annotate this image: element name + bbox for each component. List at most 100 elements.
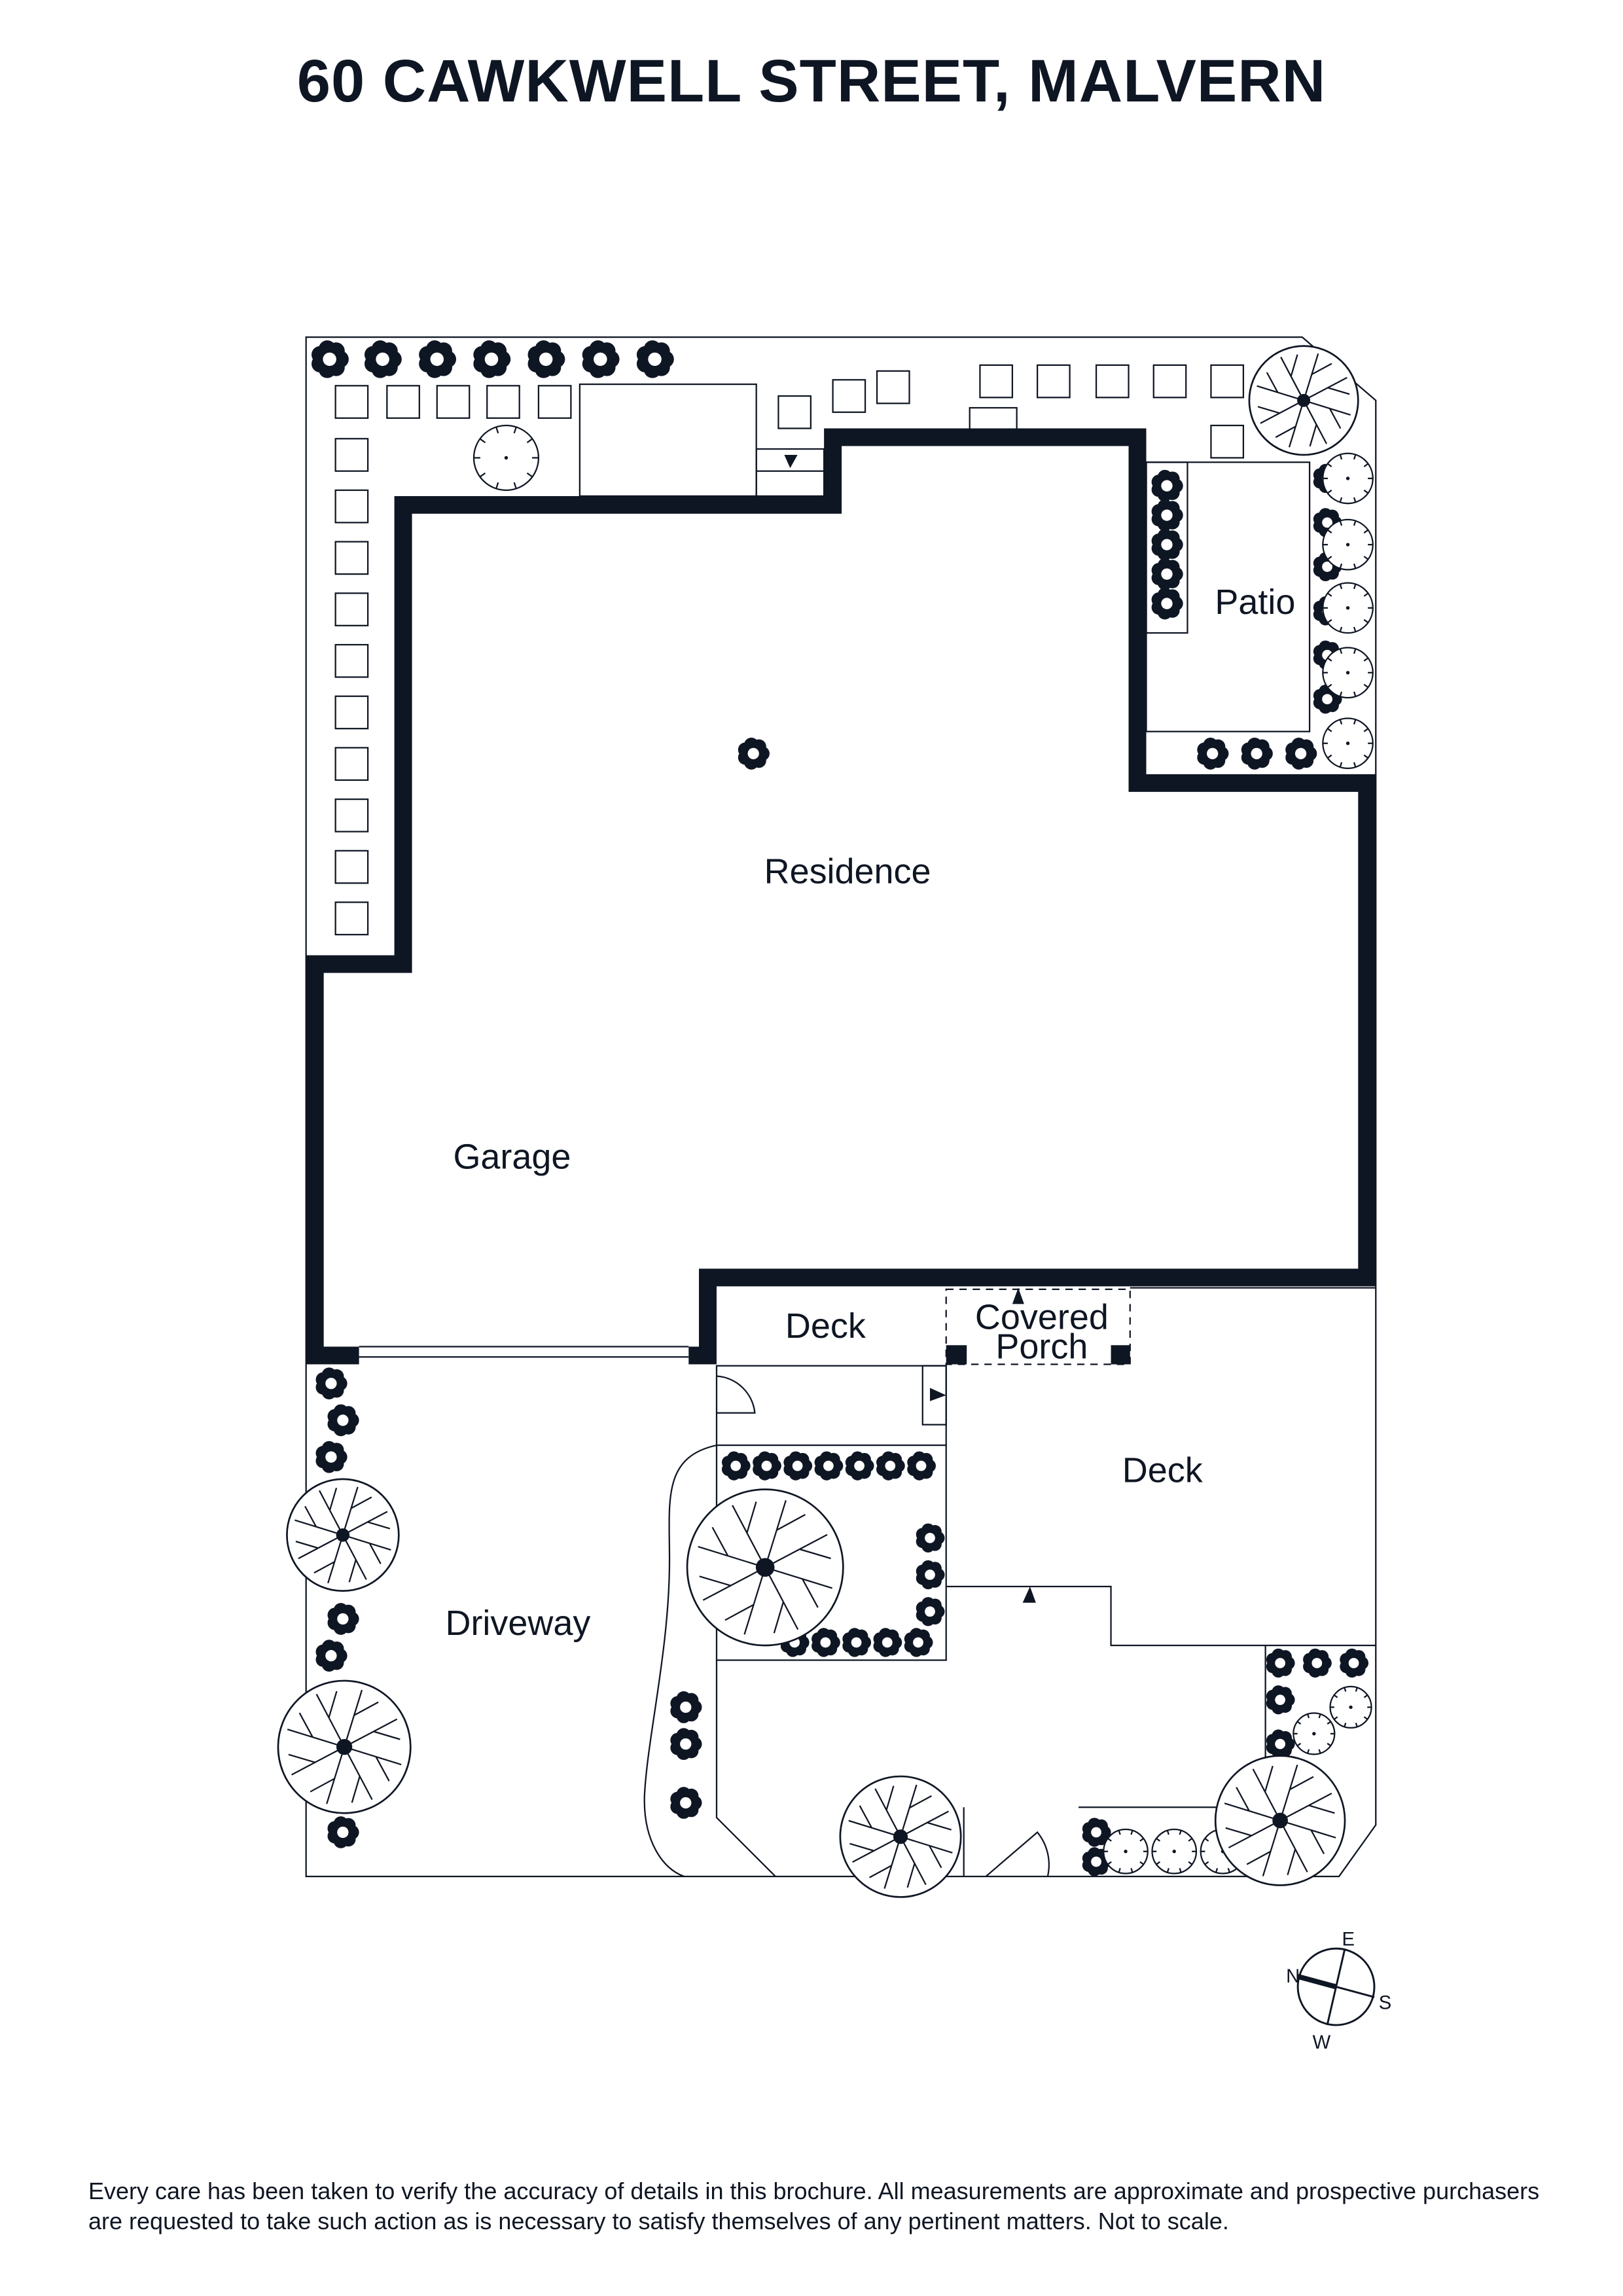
stepping-stone <box>334 798 369 833</box>
stepping-stone <box>537 385 572 419</box>
small-tree-tick <box>1327 490 1332 494</box>
stepping-stone <box>1210 364 1245 399</box>
disclaimer-text: Every care has been taken to verify the … <box>88 2178 1540 2234</box>
small-tree-tick <box>1327 683 1332 689</box>
shrub-center <box>680 1738 692 1750</box>
tree-branch <box>344 1746 402 1782</box>
shrub-icon <box>315 1367 348 1400</box>
entry-arrow-icon <box>1012 1287 1024 1304</box>
shrub-icon <box>636 340 674 378</box>
room-label-patio: Patio <box>1215 583 1295 622</box>
small-tree-trunk <box>1312 1732 1316 1736</box>
small-tree-icon <box>1322 518 1374 571</box>
shrub-center <box>337 1613 349 1625</box>
compass-south: S <box>1379 1992 1392 2013</box>
small-tree-tick <box>1353 584 1357 590</box>
small-tree-tick <box>1353 719 1357 725</box>
small-tree-tick <box>1339 520 1343 526</box>
shrub-center <box>323 352 336 367</box>
small-tree-tick <box>1353 626 1357 632</box>
small-tree-trunk <box>1346 543 1350 547</box>
small-tree-tick <box>1339 649 1343 655</box>
tree-branch <box>313 1535 344 1584</box>
shrub-center <box>1161 598 1173 609</box>
shrub-icon <box>670 1691 702 1723</box>
small-tree-tick <box>1353 563 1357 569</box>
shrub-center <box>325 1378 337 1390</box>
shrub-center <box>854 1460 865 1471</box>
small-tree-tick <box>1339 497 1343 503</box>
shrub-center <box>1091 1856 1101 1867</box>
small-tree-tick <box>1363 1694 1368 1698</box>
shrub-center <box>925 1532 935 1543</box>
stepping-stone <box>334 438 369 472</box>
small-tree-tick <box>479 472 486 478</box>
small-tree-tick <box>1327 529 1332 534</box>
shrub-icon <box>327 1816 359 1848</box>
small-tree-tick <box>1363 1716 1368 1720</box>
small-tree-tick <box>1363 463 1369 467</box>
small-tree-tick <box>1118 1868 1121 1873</box>
tree-branch <box>848 1805 901 1838</box>
small-tree-tick <box>1327 619 1332 624</box>
tree-branch <box>764 1566 832 1608</box>
tree-branch <box>1257 399 1304 424</box>
tree-trunk <box>336 1528 350 1542</box>
tree-branch <box>344 1689 379 1748</box>
shrub-icon <box>1285 738 1317 770</box>
small-tree-icon <box>1103 1828 1149 1874</box>
small-tree-tick <box>1353 497 1357 503</box>
shrub-icon <box>842 1628 872 1657</box>
small-tree-tick <box>1327 556 1332 560</box>
shrub-center <box>730 1460 741 1471</box>
shrub-center <box>792 1460 803 1471</box>
shrub-icon <box>1303 1648 1332 1678</box>
small-tree-tick <box>1353 520 1357 526</box>
small-tree-tick <box>1363 529 1369 534</box>
stepping-stone <box>1095 364 1130 399</box>
small-tree-tick <box>1107 1861 1112 1865</box>
tree-branch <box>342 1486 372 1535</box>
small-tree-tick <box>1333 1716 1338 1720</box>
small-tree-tick <box>1156 1861 1161 1865</box>
small-tree-tick <box>1139 1838 1144 1842</box>
stepping-stone <box>334 592 369 626</box>
room-label-covered-porch-1: Covered <box>975 1298 1109 1337</box>
tree-trunk <box>755 1558 775 1577</box>
tree-branch <box>874 1785 902 1837</box>
tree-branch <box>1279 1820 1336 1854</box>
compass-icon <box>1296 1947 1376 2026</box>
tree-branch <box>1280 354 1305 401</box>
tree-trunk <box>1297 393 1311 407</box>
tree-branch <box>900 1810 952 1838</box>
small-tree-trunk <box>1346 741 1350 745</box>
small-tree-tick <box>495 482 499 489</box>
shrub-icon <box>1266 1685 1295 1715</box>
small-tree-tick <box>1339 719 1343 725</box>
room-label-driveway: Driveway <box>446 1604 591 1643</box>
small-tree-trunk <box>1346 476 1350 480</box>
shrub-icon <box>1197 738 1229 770</box>
tree-branch <box>732 1501 766 1568</box>
shrub-center <box>539 352 553 367</box>
small-tree-tick <box>1363 592 1369 597</box>
shrub-center <box>1275 1738 1285 1749</box>
shrub-icon <box>1266 1648 1295 1678</box>
shrub-icon <box>1151 587 1183 620</box>
stepping-stone <box>1152 364 1187 399</box>
small-tree-tick <box>1339 584 1343 590</box>
shrub-icon <box>873 1628 902 1657</box>
small-tree-tick <box>1353 691 1357 697</box>
small-tree-tick <box>1363 683 1369 689</box>
shrub-icon <box>916 1523 945 1553</box>
shrub-center <box>823 1460 834 1471</box>
small-tree-tick <box>1227 1868 1230 1873</box>
small-tree-tick <box>1204 1861 1209 1865</box>
trees <box>277 345 1359 1898</box>
tree-icon <box>1248 345 1359 456</box>
room-label-deck-upper: Deck <box>785 1306 866 1346</box>
small-tree-tick <box>513 427 517 434</box>
shrub-center <box>1161 539 1173 550</box>
tree-branch <box>294 1505 344 1536</box>
